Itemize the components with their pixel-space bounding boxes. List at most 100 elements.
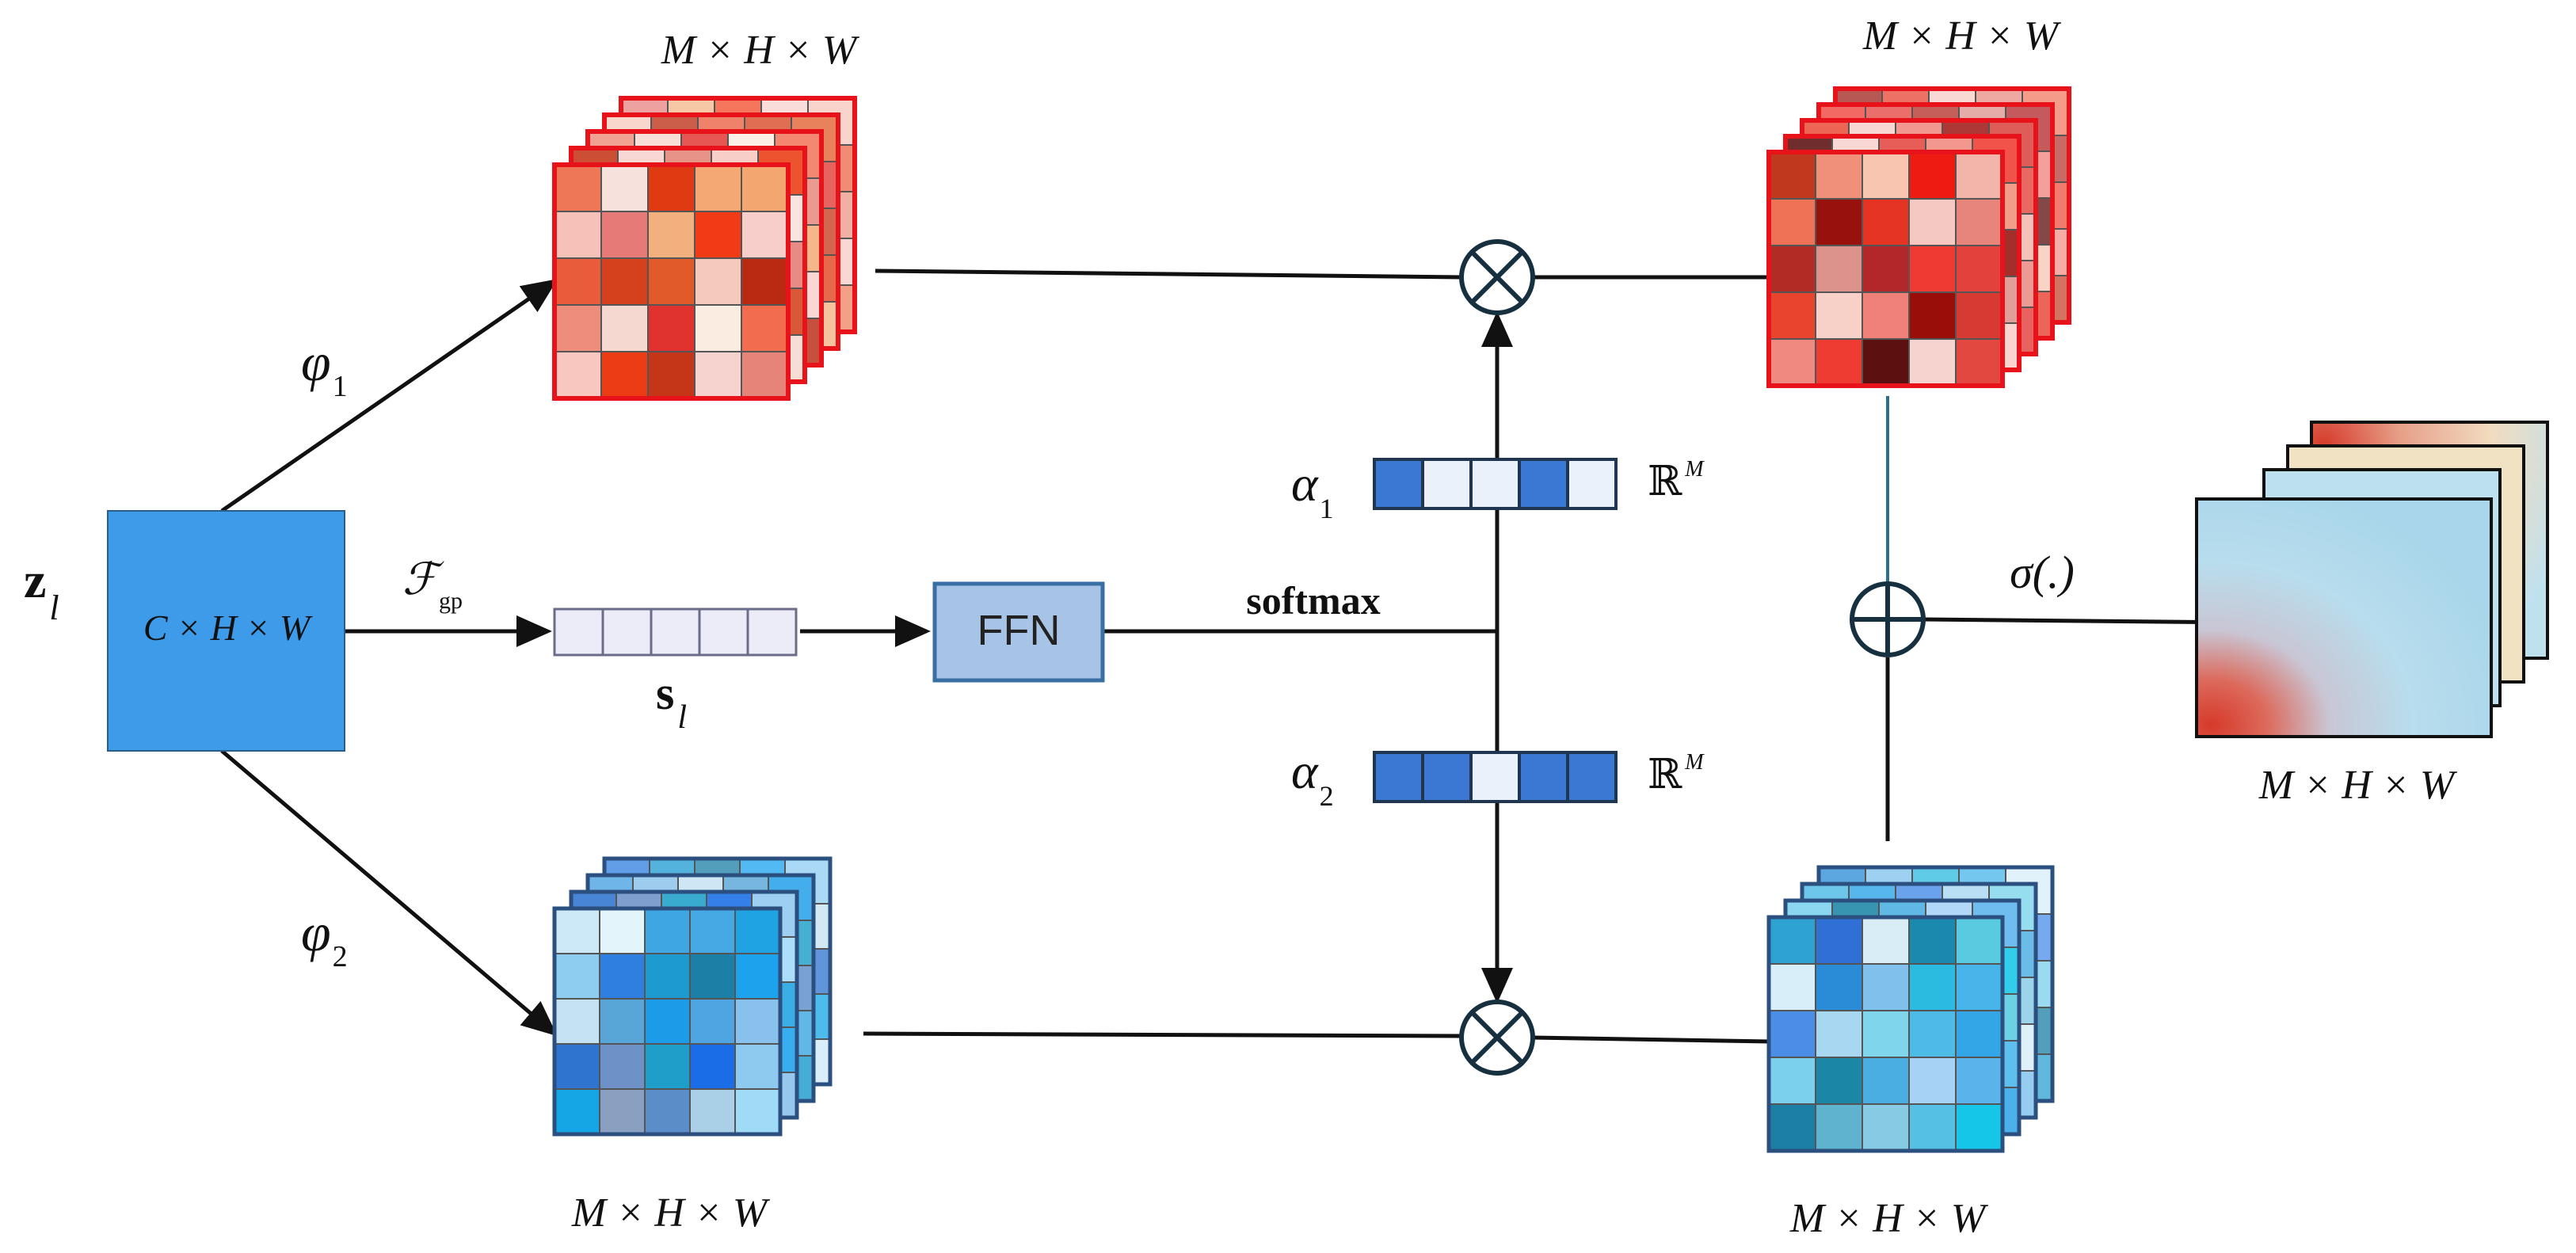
blue-in-cell bbox=[734, 908, 781, 954]
alpha1-vector bbox=[1373, 458, 1618, 510]
blue-output-dims-label: M × H × W bbox=[1789, 1196, 1989, 1241]
blue-in-cell bbox=[554, 1043, 600, 1090]
blue-in-cell bbox=[599, 1043, 646, 1090]
alpha2-vector bbox=[1373, 751, 1618, 803]
red-in-cell bbox=[647, 304, 695, 352]
red-out-cell bbox=[1768, 198, 1816, 246]
add-operator bbox=[1850, 581, 1926, 657]
red-out-cell bbox=[1768, 245, 1816, 293]
blue-in-front-border bbox=[552, 906, 783, 1137]
red-out-cell bbox=[1908, 245, 1957, 293]
red-out-cell bbox=[1862, 245, 1910, 293]
red-out-cell bbox=[1815, 245, 1863, 293]
s-vector-cell bbox=[650, 607, 701, 657]
blue-out-cell bbox=[1768, 1010, 1816, 1058]
blue-in-cell bbox=[734, 953, 781, 1000]
red-in-cell bbox=[554, 351, 602, 399]
blue-in-cell bbox=[554, 1088, 600, 1135]
blue-out-cell bbox=[1768, 916, 1816, 965]
arrow-add-to-final bbox=[1922, 606, 2244, 638]
phi2-label: φ2 bbox=[301, 902, 348, 973]
red-in-cell bbox=[694, 257, 742, 306]
red-out-cell bbox=[1815, 291, 1863, 340]
blue-in-cell bbox=[644, 998, 691, 1045]
final-dims-label: M × H × W bbox=[2258, 763, 2458, 808]
blue-in-cell bbox=[554, 998, 600, 1045]
blue-in-cell bbox=[644, 1043, 691, 1090]
blue-out-cell bbox=[1815, 1103, 1863, 1152]
red-out-cell bbox=[1955, 338, 2003, 387]
blue-out-front-border bbox=[1766, 915, 2005, 1153]
red-out-cell bbox=[1768, 151, 1816, 200]
red-out-front-layer bbox=[1766, 150, 2005, 388]
blue-in-cell bbox=[689, 953, 736, 1000]
red-in-cell bbox=[741, 351, 789, 399]
alpha1-cell bbox=[1421, 458, 1473, 510]
red-in-cell bbox=[647, 164, 695, 212]
blue-in-cell bbox=[599, 1088, 646, 1135]
red-in-cell bbox=[600, 211, 649, 259]
blue-out-cell bbox=[1862, 1057, 1910, 1105]
alpha1-cell bbox=[1518, 458, 1569, 510]
final-output-stack bbox=[2195, 421, 2549, 738]
alpha1-label: α1 bbox=[1291, 455, 1334, 524]
blue-out-cell bbox=[1862, 963, 1910, 1011]
red-in-cell bbox=[600, 257, 649, 306]
red-out-cell bbox=[1955, 245, 2003, 293]
red-in-cell bbox=[554, 257, 602, 306]
alpha1-cell bbox=[1566, 458, 1618, 510]
blue-out-cell bbox=[1768, 963, 1816, 1011]
blue-in-cell bbox=[689, 998, 736, 1045]
arrow-input-to-phi2 bbox=[220, 749, 558, 1037]
red-out-cell bbox=[1768, 291, 1816, 340]
red-in-cell bbox=[694, 164, 742, 212]
blue-out-cell bbox=[1955, 1103, 2003, 1152]
red-out-cell bbox=[1815, 338, 1863, 387]
red-in-cell bbox=[741, 211, 789, 259]
blue-out-cell bbox=[1908, 1103, 1957, 1152]
input-dims-label: C × H × W bbox=[143, 607, 313, 648]
blue-out-cell bbox=[1908, 916, 1957, 965]
alpha2-cell bbox=[1469, 751, 1521, 803]
red-in-cell bbox=[554, 211, 602, 259]
ffn-block bbox=[932, 581, 1105, 683]
red-in-cell bbox=[600, 351, 649, 399]
blue-out-cell bbox=[1815, 963, 1863, 1011]
activation-label: σ(.) bbox=[2010, 547, 2075, 598]
blue-in-cell bbox=[599, 998, 646, 1045]
multiply-operator-top bbox=[1459, 239, 1535, 315]
blue-in-front-layer bbox=[552, 906, 783, 1137]
red-out-cell bbox=[1908, 198, 1957, 246]
red-in-cell bbox=[554, 304, 602, 352]
alpha2-cell bbox=[1421, 751, 1473, 803]
blue-in-cell bbox=[644, 1088, 691, 1135]
line-mult2-to-blueout bbox=[1532, 1035, 1771, 1044]
softmax-label: softmax bbox=[1246, 578, 1380, 623]
alpha2-cell bbox=[1566, 751, 1618, 803]
alpha2-cell bbox=[1518, 751, 1569, 803]
input-feature-block bbox=[107, 510, 345, 752]
red-out-cell bbox=[1815, 151, 1863, 200]
red-in-cell bbox=[647, 211, 695, 259]
ffn-label: FFN bbox=[977, 607, 1061, 654]
red-in-cell bbox=[647, 257, 695, 306]
blue-feature-stack-input bbox=[552, 856, 833, 1137]
red-out-cell bbox=[1955, 151, 2003, 200]
pool-label: ℱgp bbox=[402, 555, 463, 614]
red-out-cell bbox=[1955, 198, 2003, 246]
blue-in-cell bbox=[689, 908, 736, 954]
blue-out-cell bbox=[1908, 1010, 1957, 1058]
blue-out-cell bbox=[1955, 916, 2003, 965]
red-in-front-border bbox=[552, 162, 791, 401]
red-in-cell bbox=[694, 304, 742, 352]
s-vector-cell bbox=[601, 607, 653, 657]
red-out-cell bbox=[1862, 151, 1910, 200]
blue-in-cell bbox=[644, 908, 691, 954]
blue-out-cell bbox=[1815, 1057, 1863, 1105]
red-input-dims-label: M × H × W bbox=[661, 28, 860, 73]
red-out-cell bbox=[1955, 291, 2003, 340]
blue-in-cell bbox=[734, 998, 781, 1045]
